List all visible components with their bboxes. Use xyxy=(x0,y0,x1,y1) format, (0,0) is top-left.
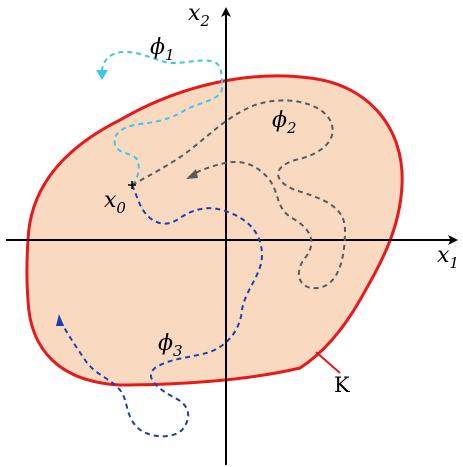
arrow-phi2 xyxy=(186,169,198,179)
arrow-phi3 xyxy=(56,314,64,326)
path-phi3 xyxy=(59,184,264,438)
arrow-phi1 xyxy=(96,70,108,80)
path-phi2-label: ϕ2 xyxy=(272,108,297,137)
point-x0 xyxy=(128,181,136,189)
region-k-leader xyxy=(315,351,341,374)
path-phi3-label: ϕ3 xyxy=(158,331,183,360)
path-phi2 xyxy=(131,99,347,290)
region-k-label: K xyxy=(334,373,350,397)
region-k xyxy=(25,74,404,387)
y-axis-label: x2 xyxy=(188,1,210,30)
path-phi1 xyxy=(101,50,224,186)
point-x0-label: x0 xyxy=(104,188,126,217)
path-phi1-label: ϕ1 xyxy=(150,35,175,64)
x-axis-label: x1 xyxy=(437,243,459,272)
